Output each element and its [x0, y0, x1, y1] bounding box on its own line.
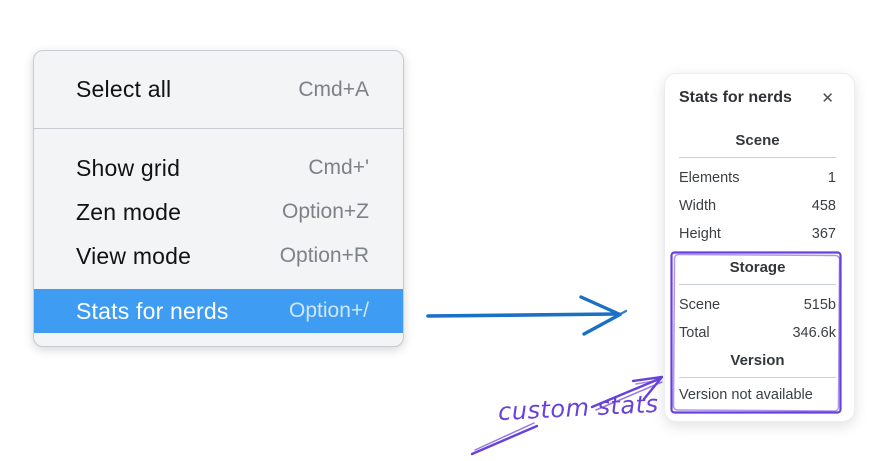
stats-panel: Stats for nerds ✕ Scene Elements 1 Width… [664, 73, 855, 422]
menu-item-zen-mode[interactable]: Zen mode Option+Z [34, 190, 403, 234]
menu-item-label: Zen mode [76, 198, 182, 225]
menu-divider [34, 128, 403, 129]
stat-row-height: Height 367 [679, 220, 836, 248]
menu-item-label: Stats for nerds [76, 297, 229, 324]
stat-value: 515b [803, 297, 836, 313]
stat-value: 346.6k [792, 325, 836, 341]
menu-group: Show grid Cmd+' Zen mode Option+Z View m… [34, 129, 403, 333]
menu-item-label: View mode [76, 242, 192, 269]
section-divider [679, 284, 836, 285]
section-heading-scene: Scene [735, 132, 780, 149]
version-note: Version not available [679, 387, 813, 403]
menu-item-select-all[interactable]: Select all Cmd+A [34, 51, 403, 128]
section-heading-version: Version [730, 352, 785, 369]
menu-item-label: Select all [76, 76, 172, 102]
section-divider [679, 377, 836, 378]
menu-item-show-grid[interactable]: Show grid Cmd+' [34, 146, 403, 190]
stat-value: 458 [811, 198, 836, 214]
context-menu: Select all Cmd+A Show grid Cmd+' Zen mod… [33, 50, 404, 347]
stats-panel-header: Stats for nerds ✕ [679, 87, 836, 109]
custom-stats-arrow [470, 375, 664, 456]
section-divider [679, 157, 836, 158]
menu-item-shortcut: Option+/ [289, 299, 369, 322]
menu-item-shortcut: Cmd+A [298, 77, 369, 101]
stat-row-width: Width 458 [679, 192, 836, 220]
menu-item-view-mode[interactable]: View mode Option+R [34, 234, 403, 278]
stat-label: Elements [679, 170, 740, 186]
stat-value: 1 [827, 170, 836, 186]
stat-label: Scene [679, 297, 721, 313]
menu-item-stats-for-nerds[interactable]: Stats for nerds Option+/ [34, 289, 403, 333]
close-icon[interactable]: ✕ [821, 89, 834, 107]
stat-label: Height [679, 226, 721, 242]
stats-panel-title: Stats for nerds [679, 89, 792, 106]
stat-row-elements: Elements 1 [679, 164, 836, 192]
stat-label: Total [679, 325, 710, 341]
menu-item-shortcut: Cmd+' [308, 156, 369, 179]
menu-item-shortcut: Option+Z [282, 200, 369, 223]
blue-arrow [426, 295, 628, 336]
menu-item-label: Show grid [76, 154, 181, 181]
stat-value: 367 [811, 226, 836, 242]
stat-row-scene-storage: Scene 515b [679, 291, 836, 319]
menu-item-shortcut: Option+R [279, 244, 369, 267]
custom-stats-label: custom stats [497, 389, 660, 427]
stat-row-total-storage: Total 346.6k [679, 319, 836, 347]
stat-label: Width [679, 198, 717, 214]
section-heading-storage: Storage [729, 259, 786, 276]
